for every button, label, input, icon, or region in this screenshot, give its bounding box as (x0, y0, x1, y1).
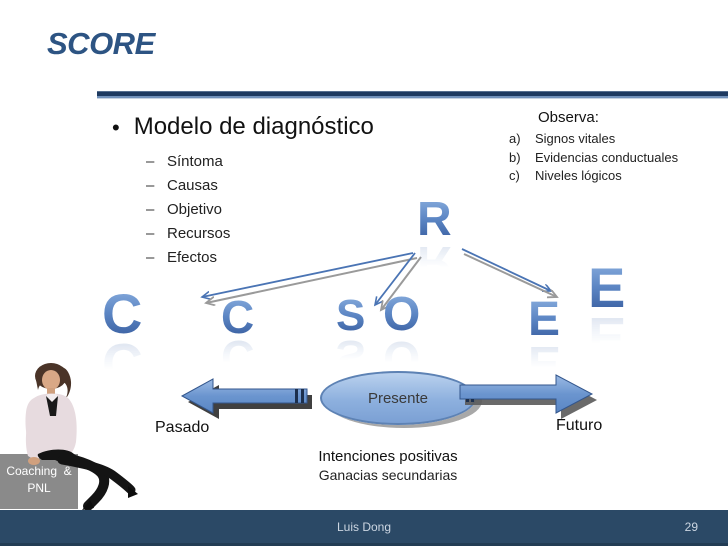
list-item: – Efectos (146, 250, 374, 265)
dash-marker-icon: – (146, 249, 155, 266)
list-item-label: Signos vitales (535, 131, 616, 146)
list-item: – Recursos (146, 226, 374, 241)
dash-marker-icon: – (146, 177, 155, 194)
future-label: Futuro (556, 417, 603, 434)
list-item: – Causas (146, 178, 374, 193)
list-item-label: Niveles lógicos (535, 168, 622, 183)
dash-marker-icon: – (146, 153, 155, 170)
list-item-label: Recursos (167, 225, 231, 242)
list-item-marker: c) (509, 168, 520, 183)
dash-marker-icon: – (146, 201, 155, 218)
list-item-label: Síntoma (167, 153, 223, 170)
list-item-label: Objetivo (167, 201, 223, 218)
dash-marker-icon: – (146, 225, 155, 242)
presenter-photo (25, 363, 138, 511)
list-item: – Objetivo (146, 202, 374, 217)
badge-line1: Coaching & (6, 464, 72, 478)
badge-line2: PNL (27, 481, 51, 495)
future-arrow (459, 374, 597, 419)
list-item: – Síntoma (146, 154, 374, 169)
footer-bar: Luis Dong 29 (0, 510, 728, 546)
list-item: c) Niveles lógicos (503, 169, 718, 183)
slide-title: SCORE (47, 26, 155, 61)
bullet-heading-text: Modelo de diagnóstico (133, 113, 374, 140)
diagnostico-section: • Modelo de diagnóstico – Síntoma – Caus… (112, 113, 374, 274)
title-underline (97, 91, 728, 99)
notes-block: Intenciones positivas Ganacias secundari… (238, 448, 538, 483)
list-item-marker: b) (509, 149, 521, 165)
notes-line2: Ganacias secundarias (318, 467, 458, 483)
letter-reflection: S (336, 330, 366, 380)
footer-page-number: 29 (684, 520, 698, 534)
list-item-label: Evidencias conductuales (535, 149, 679, 165)
observa-heading: Observa: (538, 109, 599, 126)
present-ellipse: Presente (320, 371, 476, 425)
list-item-label: Causas (167, 177, 218, 194)
letter-reflection: R (417, 236, 452, 290)
bullet-marker-icon: • (112, 115, 120, 140)
list-item-marker: a) (509, 131, 521, 146)
past-arrow (180, 378, 312, 419)
arrow-r-to-e (461, 248, 557, 297)
bullet-sublist: – Síntoma – Causas – Objetivo – Recursos… (112, 154, 374, 265)
past-label: Pasado (155, 419, 210, 436)
list-item-label: Efectos (167, 249, 218, 266)
footer-author: Luis Dong (336, 520, 392, 534)
present-label: Presente (367, 389, 429, 407)
bullet-heading: • Modelo de diagnóstico (112, 113, 374, 143)
observa-section: Observa: a) Signos vitales b) Evidencias… (503, 109, 718, 188)
notes-line1: Intenciones positivas (318, 448, 458, 465)
list-item: a) Signos vitales (503, 132, 718, 146)
letter-reflection: E (588, 306, 626, 370)
list-item: b) Evidencias conductuales (503, 149, 718, 165)
letter-reflection: C (221, 331, 255, 384)
